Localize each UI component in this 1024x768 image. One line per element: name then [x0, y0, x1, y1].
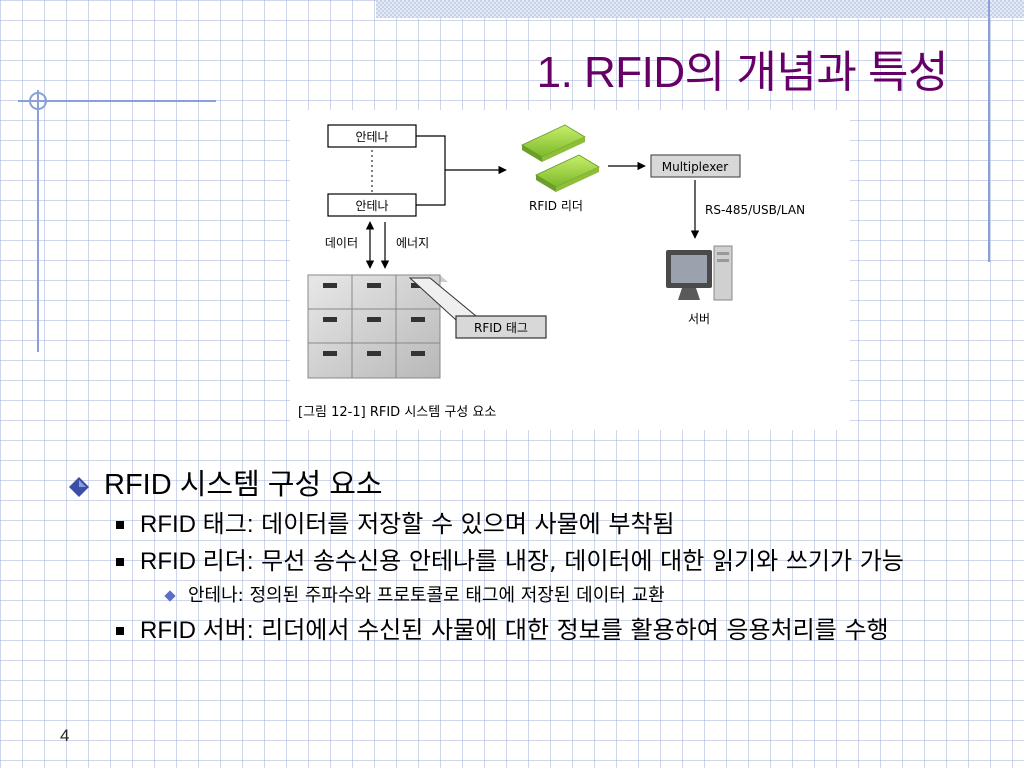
bullet-text: 데이터를 저장할 수 있으며 사물에 부착됨	[253, 510, 675, 538]
energy-label: 에너지	[396, 236, 429, 250]
diamond-bullet-icon	[68, 471, 90, 497]
square-bullet-icon	[116, 521, 124, 529]
antenna-label-top: 안테나	[355, 130, 388, 144]
multiplexer-box	[650, 154, 741, 178]
tagged-cabinet	[307, 274, 448, 379]
bullet-text: 리더에서 수신된 사물에 대한 정보를 활용하여 응용처리를 수행	[253, 616, 889, 644]
bullet-item-server: RFID 서버: 리더에서 수신된 사물에 대한 정보를 활용하여 응용처리를 …	[116, 614, 946, 647]
decorative-circle	[29, 92, 47, 110]
square-bullet-icon	[116, 627, 124, 635]
slide-title: 1. RFID의 개념과 특성	[536, 48, 949, 97]
rfid-system-figure: 안테나 안테나 RFID 리더 Multiplexer RS-485/USB/L…	[290, 110, 850, 430]
tag-label-box	[455, 315, 547, 339]
figure-caption: [그림 12-1] RFID 시스템 구성 요소	[298, 405, 496, 420]
bullet-term: RFID 리더:	[140, 548, 254, 575]
server-computer-icon	[666, 245, 733, 301]
page-number: 4	[60, 726, 70, 745]
link-label: RS-485/USB/LAN	[705, 203, 805, 217]
rfid-diagram: 안테나 안테나 RFID 리더 Multiplexer RS-485/USB/L…	[298, 124, 805, 420]
bullet-item-reader: RFID 리더: 무선 송수신용 안테나를 내장, 데이터에 대한 읽기와 쓰기…	[116, 545, 946, 578]
reader-label: RFID 리더	[529, 199, 583, 213]
data-label: 데이터	[325, 236, 358, 250]
small-diamond-bullet-icon	[164, 590, 176, 602]
bullet-heading-row: RFID 시스템 구성 요소	[56, 462, 976, 502]
reader-chip-bottom	[535, 154, 600, 192]
server-label: 서버	[688, 312, 710, 326]
right-decorative-line	[988, 0, 990, 262]
bullet-text: 무선 송수신용 안테나를 내장, 데이터에 대한 읽기와 쓰기가 가능	[253, 547, 904, 575]
left-decorative-rule	[18, 100, 216, 102]
bullet-term: RFID 태그:	[140, 511, 254, 538]
tag-label: RFID 태그	[474, 321, 528, 335]
top-decorative-band	[376, 0, 1024, 18]
square-bullet-icon	[116, 558, 124, 566]
bullet-subitem-text: 안테나: 정의된 주파수와 프로토콜로 태그에 저장된 데이터 교환	[188, 585, 665, 606]
antenna-bracket	[416, 135, 446, 206]
bullet-item-tag: RFID 태그: 데이터를 저장할 수 있으며 사물에 부착됨	[116, 508, 946, 541]
bullet-subitem-antenna: 안테나: 정의된 주파수와 프로토콜로 태그에 저장된 데이터 교환	[164, 582, 976, 610]
bullet-term: RFID 서버:	[140, 617, 254, 644]
bullet-heading: RFID 시스템 구성 요소	[104, 469, 383, 501]
left-decorative-line	[37, 90, 39, 352]
bullet-list: RFID 시스템 구성 요소 RFID 태그: 데이터를 저장할 수 있으며 사…	[56, 462, 976, 651]
reader-chip-top	[521, 124, 586, 162]
multiplexer-label: Multiplexer	[662, 160, 729, 174]
antenna-label-bottom: 안테나	[355, 199, 388, 213]
